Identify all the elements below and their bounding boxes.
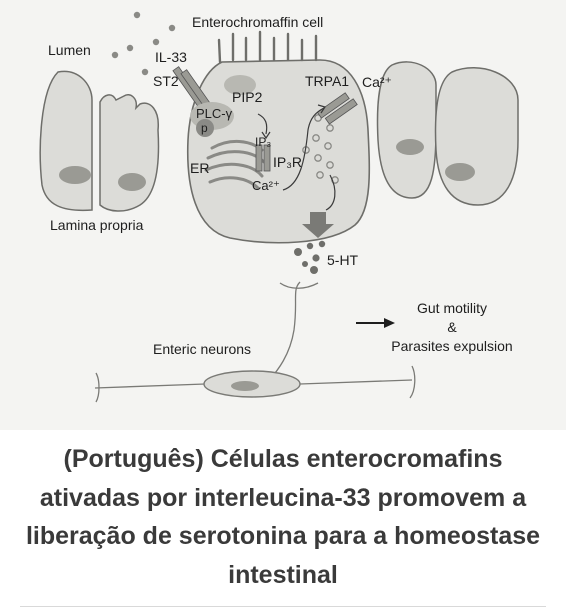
figure-caption: (Português) Células enterocromafins ativ… xyxy=(25,445,541,589)
label-parasites-expulsion: Parasites expulsion xyxy=(391,338,512,354)
p-bubble xyxy=(196,119,214,137)
label-enteric-neurons: Enteric neurons xyxy=(153,341,251,357)
label-5ht: 5-HT xyxy=(327,252,359,268)
nucleus xyxy=(445,163,475,181)
nucleus xyxy=(59,166,91,184)
trpa1-channel xyxy=(316,92,358,125)
serotonin-granules xyxy=(294,240,326,274)
nerve-fiber xyxy=(267,281,301,383)
label-plc-gamma: PLC-γ xyxy=(196,106,233,121)
ip3r-channel xyxy=(255,144,271,172)
il33-dots xyxy=(111,11,176,76)
label-p: p xyxy=(201,121,208,135)
label-enterochromaffin-cell: Enterochromaffin cell xyxy=(192,14,323,30)
effect-arrow xyxy=(356,318,395,328)
label-lumen: Lumen xyxy=(48,42,91,58)
release-arrow xyxy=(302,212,334,238)
label-trpa1: TRPA1 xyxy=(305,73,349,89)
label-er: ER xyxy=(190,160,209,176)
nucleus xyxy=(118,173,146,191)
left-epithelial-cell xyxy=(39,70,160,212)
label-st2: ST2 xyxy=(153,73,179,89)
diagram-figure: Enterochromaffin cell Lumen IL-33 ST2 PL… xyxy=(0,0,566,430)
label-ca-er: Ca²⁺ xyxy=(252,178,280,193)
label-gut-motility: Gut motility xyxy=(417,300,487,316)
signal-arrows xyxy=(257,104,336,211)
vesicles xyxy=(302,114,339,184)
nucleus xyxy=(396,139,424,155)
label-il33: IL-33 xyxy=(155,49,187,65)
enteric-neuron xyxy=(94,365,416,403)
enterochromaffin-cell-body xyxy=(186,30,371,244)
label-ip3: IP₃ xyxy=(255,135,271,149)
label-lamina-propria: Lamina propria xyxy=(50,217,144,233)
label-ip3r: IP₃R xyxy=(273,154,302,170)
label-ampersand: & xyxy=(447,319,457,335)
label-pip2: PIP2 xyxy=(232,89,263,105)
right-epithelial-cells xyxy=(376,61,519,206)
label-ca-top: Ca²⁺ xyxy=(362,74,392,90)
divider xyxy=(20,606,546,607)
